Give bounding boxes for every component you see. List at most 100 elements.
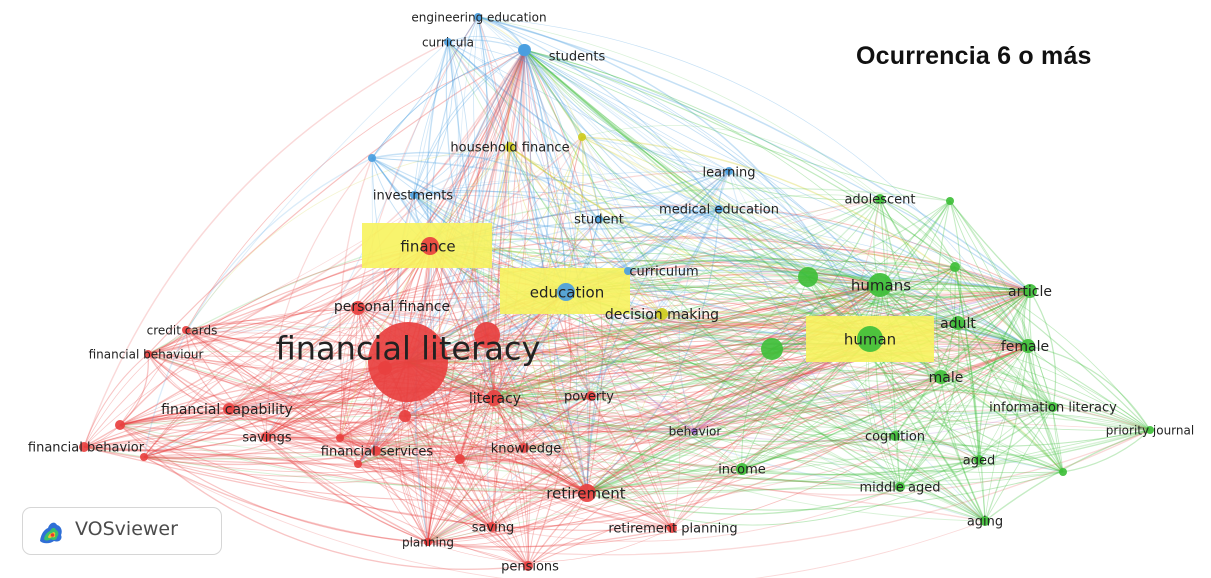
network-edge [185, 49, 526, 331]
network-edge [459, 372, 942, 460]
network-edge [407, 49, 526, 363]
network-edge [398, 415, 429, 543]
label-curricula: curricula [422, 35, 474, 49]
node-literacy [486, 390, 502, 406]
network-edge [486, 334, 980, 461]
network-edge [427, 245, 435, 543]
network-edge [407, 353, 986, 522]
network-edge [493, 266, 956, 399]
network-edge [661, 253, 956, 315]
network-edge [671, 198, 881, 529]
network-edge [185, 329, 588, 494]
network-edge [371, 16, 479, 159]
network-edge [509, 146, 1031, 293]
network-edge [375, 345, 1029, 488]
network-edge [407, 361, 743, 470]
network-edge [554, 291, 588, 494]
network-edge [523, 49, 629, 272]
network-edge [339, 432, 461, 460]
network-edge [339, 170, 730, 439]
network-edge [807, 198, 881, 278]
network-edge [427, 397, 495, 543]
label-engineering-education: engineering education [411, 10, 546, 24]
network-edge [486, 334, 695, 432]
network-edge [598, 218, 980, 461]
network-edge [185, 326, 896, 437]
network-edge [404, 284, 881, 417]
network-edge [265, 436, 377, 452]
network-edge [473, 16, 588, 494]
network-edge [83, 446, 493, 528]
network-edge [147, 236, 1031, 355]
network-edge [459, 345, 1029, 460]
network-edge [459, 334, 488, 460]
network-edge [493, 276, 809, 399]
network-edge [185, 329, 529, 567]
network-edge [693, 284, 881, 432]
network-node-extra [761, 338, 783, 360]
network-edge [879, 284, 1029, 347]
network-edge [565, 291, 1054, 412]
network-edge [586, 426, 896, 494]
network-edge [581, 125, 881, 200]
network-edge [143, 395, 592, 477]
network-edge [371, 157, 881, 286]
network-edge [523, 395, 592, 449]
chart-title: Ocurrencia 6 o más [856, 42, 1092, 70]
label-financial-behavior: financial behavior [28, 441, 145, 456]
network-edge [83, 245, 431, 448]
network-edge [83, 284, 881, 448]
network-node-extra [115, 420, 125, 430]
network-edge [375, 450, 493, 528]
network-edge [404, 415, 673, 529]
network-edge [523, 345, 1029, 449]
network-edge [427, 291, 567, 543]
network-edge [741, 439, 1064, 473]
network-edge [83, 307, 359, 448]
network-edge [447, 41, 881, 286]
network-edge [493, 397, 529, 567]
network-edge [954, 266, 1054, 408]
network-edge [185, 322, 386, 369]
network-edge [357, 307, 377, 452]
network-edge [524, 49, 1031, 292]
network-edge [357, 369, 1054, 465]
network-edge [119, 424, 529, 571]
network-edge [894, 290, 1031, 437]
network-edge [586, 492, 673, 529]
node-household-finance [505, 142, 515, 152]
network-edge [586, 208, 720, 494]
network-edge [493, 397, 588, 494]
label-financial-capability: financial capability [161, 402, 293, 418]
network-edge [427, 397, 495, 543]
label-financial-behaviour: financial behaviour [89, 347, 204, 361]
network-edge [949, 200, 1029, 347]
network-edge [384, 290, 1031, 369]
network-edge [565, 278, 1054, 408]
network-edge [949, 200, 1031, 292]
network-edge [119, 379, 495, 426]
network-edge [869, 338, 986, 522]
label-decision-making: decision making [605, 307, 719, 323]
network-edge [693, 376, 942, 432]
label-planning: planning [402, 535, 454, 549]
network-edge [940, 290, 1031, 378]
network-edge [357, 284, 881, 465]
network-edge [83, 446, 377, 466]
network-edge [339, 437, 529, 567]
network-node-extra [474, 322, 500, 348]
network-edge [429, 245, 474, 460]
network-edge [426, 41, 449, 247]
network-edge [586, 198, 881, 494]
network-edge [493, 376, 942, 433]
network-edge [627, 256, 881, 286]
network-edge [427, 198, 881, 543]
network-edge [143, 387, 495, 458]
network-edge [524, 49, 730, 172]
network-edge [894, 435, 980, 461]
label-medical-education: medical education [659, 203, 779, 218]
network-edge [493, 393, 743, 470]
network-edge [375, 441, 588, 494]
network-edge [586, 266, 956, 494]
network-edge [429, 245, 956, 268]
